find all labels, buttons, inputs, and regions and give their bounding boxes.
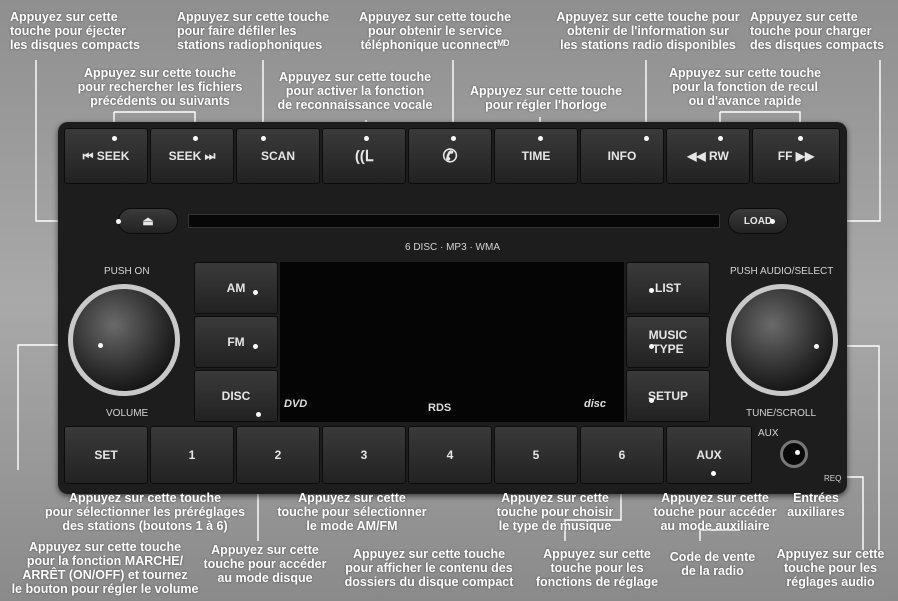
compact-disc-logo: disc: [584, 398, 607, 410]
marker-dot: [112, 136, 117, 141]
dvd-logo: DVD: [284, 398, 308, 410]
marker-dot: [256, 412, 261, 417]
marker-dot: [795, 450, 800, 455]
fm-button[interactable]: FM: [194, 316, 278, 368]
seek-prev-button[interactable]: ⏮ SEEK: [64, 128, 148, 184]
callout-aux-inputs: Entrées auxiliares: [787, 491, 845, 519]
rewind-button[interactable]: ◀◀ RW: [666, 128, 750, 184]
preset-6-button[interactable]: 6: [580, 426, 664, 484]
callout-time: Appuyez sur cette touche pour régler l'h…: [469, 84, 623, 112]
marker-dot: [538, 136, 543, 141]
marker-dot: [116, 219, 121, 224]
marker-dot: [798, 136, 803, 141]
marker-dot: [649, 398, 654, 403]
rds-logo: RDS: [428, 402, 452, 414]
marker-dot: [770, 219, 775, 224]
tune-knob[interactable]: [726, 284, 838, 396]
callout-phone: Appuyez sur cette touche pour obtenir le…: [358, 10, 512, 52]
list-button[interactable]: LIST: [626, 262, 710, 314]
callout-sales-code: Code de vente de la radio: [669, 550, 756, 578]
fast-forward-button[interactable]: FF ▶▶: [752, 128, 840, 184]
marker-dot: [193, 136, 198, 141]
rewind-icon: ◀◀: [687, 149, 709, 163]
setup-button[interactable]: SETUP: [626, 370, 710, 422]
preset-1-button[interactable]: 1: [150, 426, 234, 484]
marker-dot: [364, 136, 369, 141]
push-audio-label: PUSH AUDIO/SELECT: [730, 266, 834, 277]
seek-next-icon: ⏭: [201, 148, 216, 163]
callout-list: Appuyez sur cette touche pour afficher l…: [344, 547, 514, 589]
preset-4-button[interactable]: 4: [408, 426, 492, 484]
callout-presets: Appuyez sur cette touche pour sélectionn…: [44, 491, 246, 533]
preset-2-button[interactable]: 2: [236, 426, 320, 484]
req-label: REQ: [824, 474, 842, 483]
time-button[interactable]: TIME: [494, 128, 578, 184]
marker-dot: [649, 344, 654, 349]
aux-jack-label: AUX: [758, 428, 779, 439]
marker-dot: [711, 471, 716, 476]
seek-prev-icon: ⏮: [82, 148, 97, 163]
callout-aux-button: Appuyez sur cette touche pour accéder au…: [653, 491, 777, 533]
phone-button[interactable]: ✆: [408, 128, 492, 184]
callout-power-volume: Appuyez sur cette touche pour la fonctio…: [11, 540, 199, 596]
display-screen: DVD RDS disc: [280, 262, 624, 422]
phone-icon: ✆: [442, 145, 458, 166]
marker-dot: [451, 136, 456, 141]
marker-dot: [253, 290, 258, 295]
fast-forward-icon: ▶▶: [792, 149, 815, 163]
callout-rw-ff: Appuyez sur cette touche pour la fonctio…: [668, 66, 822, 108]
radio-unit: ⏮ SEEK SEEK ⏭ SCAN ((ᒪ ✆ TIME INFO ◀◀ RW…: [58, 122, 847, 494]
eject-icon: ⏏: [142, 214, 154, 228]
callout-setup: Appuyez sur cette touche pour les foncti…: [535, 547, 659, 589]
callout-eject: Appuyez sur cette touche pour éjecter le…: [10, 10, 140, 52]
marker-dot: [253, 344, 258, 349]
info-button[interactable]: INFO: [580, 128, 664, 184]
eject-button[interactable]: ⏏: [118, 208, 178, 234]
marker-dot: [814, 344, 819, 349]
callout-music-type: Appuyez sur cette touche pour choisir le…: [496, 491, 614, 533]
callout-load: Appuyez sur cette touche pour charger de…: [750, 10, 885, 52]
callout-info: Appuyez sur cette touche pour obtenir de…: [556, 10, 740, 52]
callout-seek: Appuyez sur cette touche pour rechercher…: [77, 66, 243, 108]
disc-button[interactable]: DISC: [194, 370, 278, 422]
aux-button[interactable]: AUX: [666, 426, 752, 484]
tune-scroll-label: TUNE/SCROLL: [746, 408, 817, 419]
am-button[interactable]: AM: [194, 262, 278, 314]
marker-dot: [98, 343, 103, 348]
seek-next-button[interactable]: SEEK ⏭: [150, 128, 234, 184]
marker-dot: [718, 136, 723, 141]
set-button[interactable]: SET: [64, 426, 148, 484]
music-type-button[interactable]: MUSIC TYPE: [626, 316, 710, 368]
volume-label: VOLUME: [106, 408, 149, 419]
disc-info-label: 6 DISC · MP3 · WMA: [404, 242, 500, 253]
callout-scan: Appuyez sur cette touche pour faire défi…: [177, 10, 330, 52]
marker-dot: [649, 288, 654, 293]
marker-dot: [261, 136, 266, 141]
marker-dot: [644, 136, 649, 141]
callout-amfm: Appuyez sur cette touche pour sélectionn…: [277, 491, 427, 533]
callout-disc: Appuyez sur cette touche pour accéder au…: [203, 543, 327, 585]
callout-audio: Appuyez sur cette touche pour les réglag…: [776, 547, 885, 589]
push-on-label: PUSH ON: [104, 266, 150, 277]
voice-icon: ((ᒪ: [354, 148, 374, 165]
scan-button[interactable]: SCAN: [236, 128, 320, 184]
aux-input-jack[interactable]: [780, 440, 808, 468]
volume-knob[interactable]: [68, 284, 180, 396]
cd-slot: [188, 214, 720, 228]
load-button[interactable]: LOAD: [728, 208, 788, 234]
preset-5-button[interactable]: 5: [494, 426, 578, 484]
preset-3-button[interactable]: 3: [322, 426, 406, 484]
callout-voice: Appuyez sur cette touche pour activer la…: [277, 70, 433, 112]
